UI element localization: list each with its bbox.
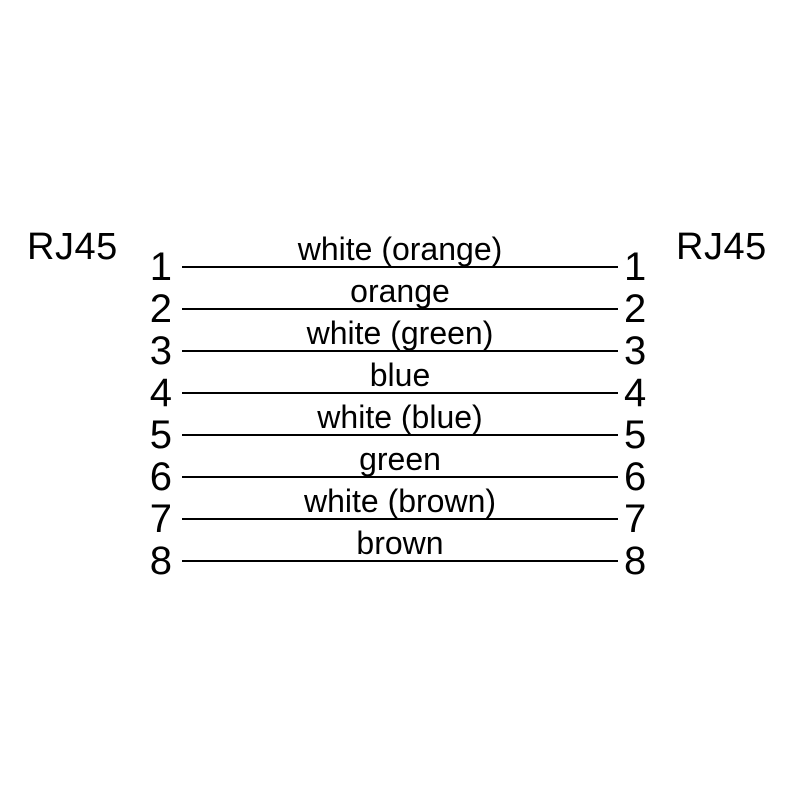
- wire-line: [182, 434, 618, 436]
- wire-color-label: orange: [350, 273, 450, 310]
- left-pin-number: 5: [149, 413, 172, 457]
- wire-color-label: white (brown): [303, 483, 497, 520]
- left-pin-number: 2: [149, 287, 172, 331]
- left-pin-number: 6: [149, 455, 172, 499]
- wire-color-label: green: [359, 441, 441, 478]
- wire-color-label: white (blue): [317, 399, 483, 436]
- wire-color-label: brown: [356, 525, 444, 562]
- right-pin-number: 8: [624, 539, 647, 583]
- wire-line: [182, 350, 618, 352]
- left-pin-number: 7: [149, 497, 172, 541]
- wire-line: [182, 476, 618, 478]
- pin-row: 7 white (brown) 7: [0, 485, 800, 541]
- pin-row: 8 brown 8: [0, 527, 800, 583]
- right-pin-number: 7: [624, 497, 647, 541]
- left-pin-number: 3: [149, 329, 172, 373]
- right-pin-number: 6: [624, 455, 647, 499]
- right-pin-number: 5: [624, 413, 647, 457]
- wire-color-label: white (green): [306, 315, 494, 352]
- wire-color-label: white (orange): [297, 231, 503, 268]
- pin-row: 2 orange 2: [0, 275, 800, 331]
- left-pin-number: 4: [149, 371, 172, 415]
- wire-line: [182, 392, 618, 394]
- pin-row: 5 white (blue) 5: [0, 401, 800, 457]
- right-pin-number: 2: [624, 287, 647, 331]
- wire-color-label: blue: [369, 357, 431, 394]
- right-pin-number: 4: [624, 371, 647, 415]
- wire-line: [182, 560, 618, 562]
- wire-line: [182, 266, 618, 268]
- pin-row: 4 blue 4: [0, 359, 800, 415]
- left-connector-label: RJ45: [27, 226, 118, 268]
- left-pin-number: 1: [149, 245, 172, 289]
- pin-row: 3 white (green) 3: [0, 317, 800, 373]
- wire-line: [182, 308, 618, 310]
- wire-line: [182, 518, 618, 520]
- right-pin-number: 3: [624, 329, 647, 373]
- pin-row: 6 green 6: [0, 443, 800, 499]
- right-connector-label: RJ45: [676, 226, 767, 268]
- pin-row: 1 white (orange) 1: [0, 233, 800, 289]
- left-pin-number: 8: [149, 539, 172, 583]
- right-pin-number: 1: [624, 245, 647, 289]
